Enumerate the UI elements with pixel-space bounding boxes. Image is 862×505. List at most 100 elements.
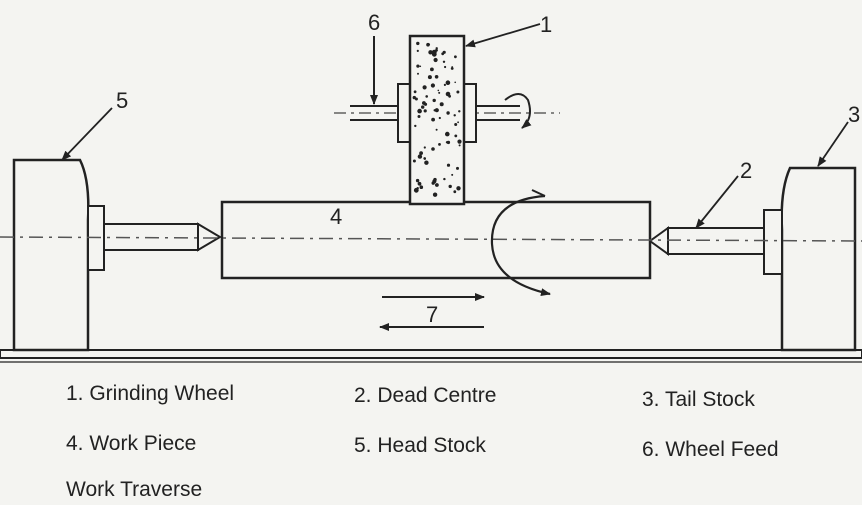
abrasive-grain xyxy=(431,147,435,151)
abrasive-grain xyxy=(444,65,447,69)
abrasive-grain xyxy=(458,144,461,147)
callout-7: 7 xyxy=(426,302,438,327)
abrasive-grain xyxy=(431,49,437,55)
abrasive-grain xyxy=(431,181,435,185)
abrasive-grain-pattern xyxy=(412,41,462,197)
abrasive-grain xyxy=(419,65,422,68)
abrasive-grain xyxy=(439,102,444,107)
legend-dead-centre: 2. Dead Centre xyxy=(354,384,497,407)
abrasive-grain xyxy=(443,177,446,181)
abrasive-grain xyxy=(442,60,446,63)
abrasive-grain xyxy=(453,190,457,194)
legend-work-traverse: Work Traverse xyxy=(66,478,203,501)
abrasive-grain xyxy=(430,67,434,72)
grinding-wheel xyxy=(408,34,466,206)
abrasive-grain xyxy=(445,141,449,144)
leader-grinding-wheel xyxy=(465,23,541,48)
abrasive-grain xyxy=(435,47,438,50)
abrasive-grain xyxy=(450,67,454,70)
abrasive-grain xyxy=(417,154,423,159)
legend-head-stock: 5. Head Stock xyxy=(354,434,486,457)
abrasive-grain xyxy=(423,102,428,106)
abrasive-grain xyxy=(424,160,429,165)
head-stock xyxy=(12,158,105,352)
abrasive-grain xyxy=(433,109,436,112)
abrasive-grain xyxy=(446,163,451,167)
abrasive-grain xyxy=(446,111,450,115)
abrasive-grain xyxy=(441,52,445,56)
abrasive-grain xyxy=(454,123,458,126)
abrasive-grain xyxy=(431,117,435,122)
callout-4: 4 xyxy=(330,204,342,229)
abrasive-grain xyxy=(453,114,456,117)
callout-1: 1 xyxy=(540,12,552,37)
abrasive-grain xyxy=(432,98,436,103)
abrasive-grain xyxy=(423,101,426,104)
abrasive-grain xyxy=(457,121,459,124)
abrasive-grain xyxy=(435,183,439,187)
abrasive-grain xyxy=(423,146,426,149)
legend-wheel-feed: 6. Wheel Feed xyxy=(642,438,779,461)
abrasive-grain xyxy=(445,131,450,137)
abrasive-grain xyxy=(445,91,451,97)
legend-tail-stock: 3. Tail Stock xyxy=(642,388,755,411)
abrasive-grain xyxy=(413,90,417,94)
abrasive-grain xyxy=(435,128,438,131)
abrasive-grain xyxy=(417,115,421,118)
legend-grinding-wheel: 1. Grinding Wheel xyxy=(66,382,235,405)
abrasive-grain xyxy=(417,108,422,114)
abrasive-grain xyxy=(414,97,418,101)
leader-dead-centre xyxy=(695,175,739,229)
abrasive-grain xyxy=(451,173,454,176)
abrasive-grain xyxy=(427,75,432,80)
abrasive-grain xyxy=(423,157,427,160)
centre-line xyxy=(0,236,862,242)
abrasive-grain xyxy=(456,166,459,170)
abrasive-grain xyxy=(414,124,417,128)
abrasive-grain xyxy=(433,57,438,63)
abrasive-grain xyxy=(423,109,427,113)
callout-3: 3 xyxy=(848,102,860,127)
abrasive-grain xyxy=(457,139,462,144)
abrasive-grain xyxy=(434,75,439,79)
abrasive-grain xyxy=(448,184,452,189)
callout-6: 6 xyxy=(368,10,380,35)
abrasive-grain xyxy=(432,192,438,197)
abrasive-grain xyxy=(415,178,420,183)
abrasive-grain xyxy=(419,151,423,156)
abrasive-grain xyxy=(419,185,424,189)
abrasive-grain xyxy=(417,181,422,186)
legend-work-piece: 4. Work Piece xyxy=(66,432,197,455)
abrasive-grain xyxy=(438,143,441,146)
abrasive-grain xyxy=(417,72,419,75)
abrasive-grain xyxy=(438,116,441,120)
abrasive-grain xyxy=(438,91,441,94)
abrasive-grain xyxy=(412,159,416,163)
callout-5: 5 xyxy=(116,88,128,113)
abrasive-grain xyxy=(445,80,451,85)
work-rotation-arrow xyxy=(490,189,551,297)
abrasive-grain xyxy=(416,41,420,46)
abrasive-grain xyxy=(454,55,457,59)
abrasive-grain xyxy=(437,89,440,92)
abrasive-grain xyxy=(421,105,425,109)
abrasive-grain xyxy=(416,64,420,68)
work-traverse-arrows xyxy=(379,293,485,331)
callout-2: 2 xyxy=(740,158,752,183)
tail-stock xyxy=(763,166,857,352)
abrasive-grain xyxy=(425,95,429,98)
abrasive-grain xyxy=(430,83,435,88)
abrasive-grain xyxy=(458,110,461,113)
abrasive-grain xyxy=(456,186,461,191)
leader-head-stock xyxy=(61,107,113,161)
abrasive-grain xyxy=(456,90,460,94)
abrasive-grain xyxy=(428,43,431,46)
cylindrical-grinding-diagram: 1 2 3 4 5 6 7 xyxy=(0,10,862,363)
abrasive-grain xyxy=(416,187,419,190)
abrasive-grain xyxy=(443,83,446,86)
abrasive-grain xyxy=(428,50,433,55)
abrasive-grain xyxy=(454,134,458,138)
abrasive-grain xyxy=(416,49,419,53)
abrasive-grain xyxy=(434,108,439,113)
abrasive-grain xyxy=(454,81,457,84)
